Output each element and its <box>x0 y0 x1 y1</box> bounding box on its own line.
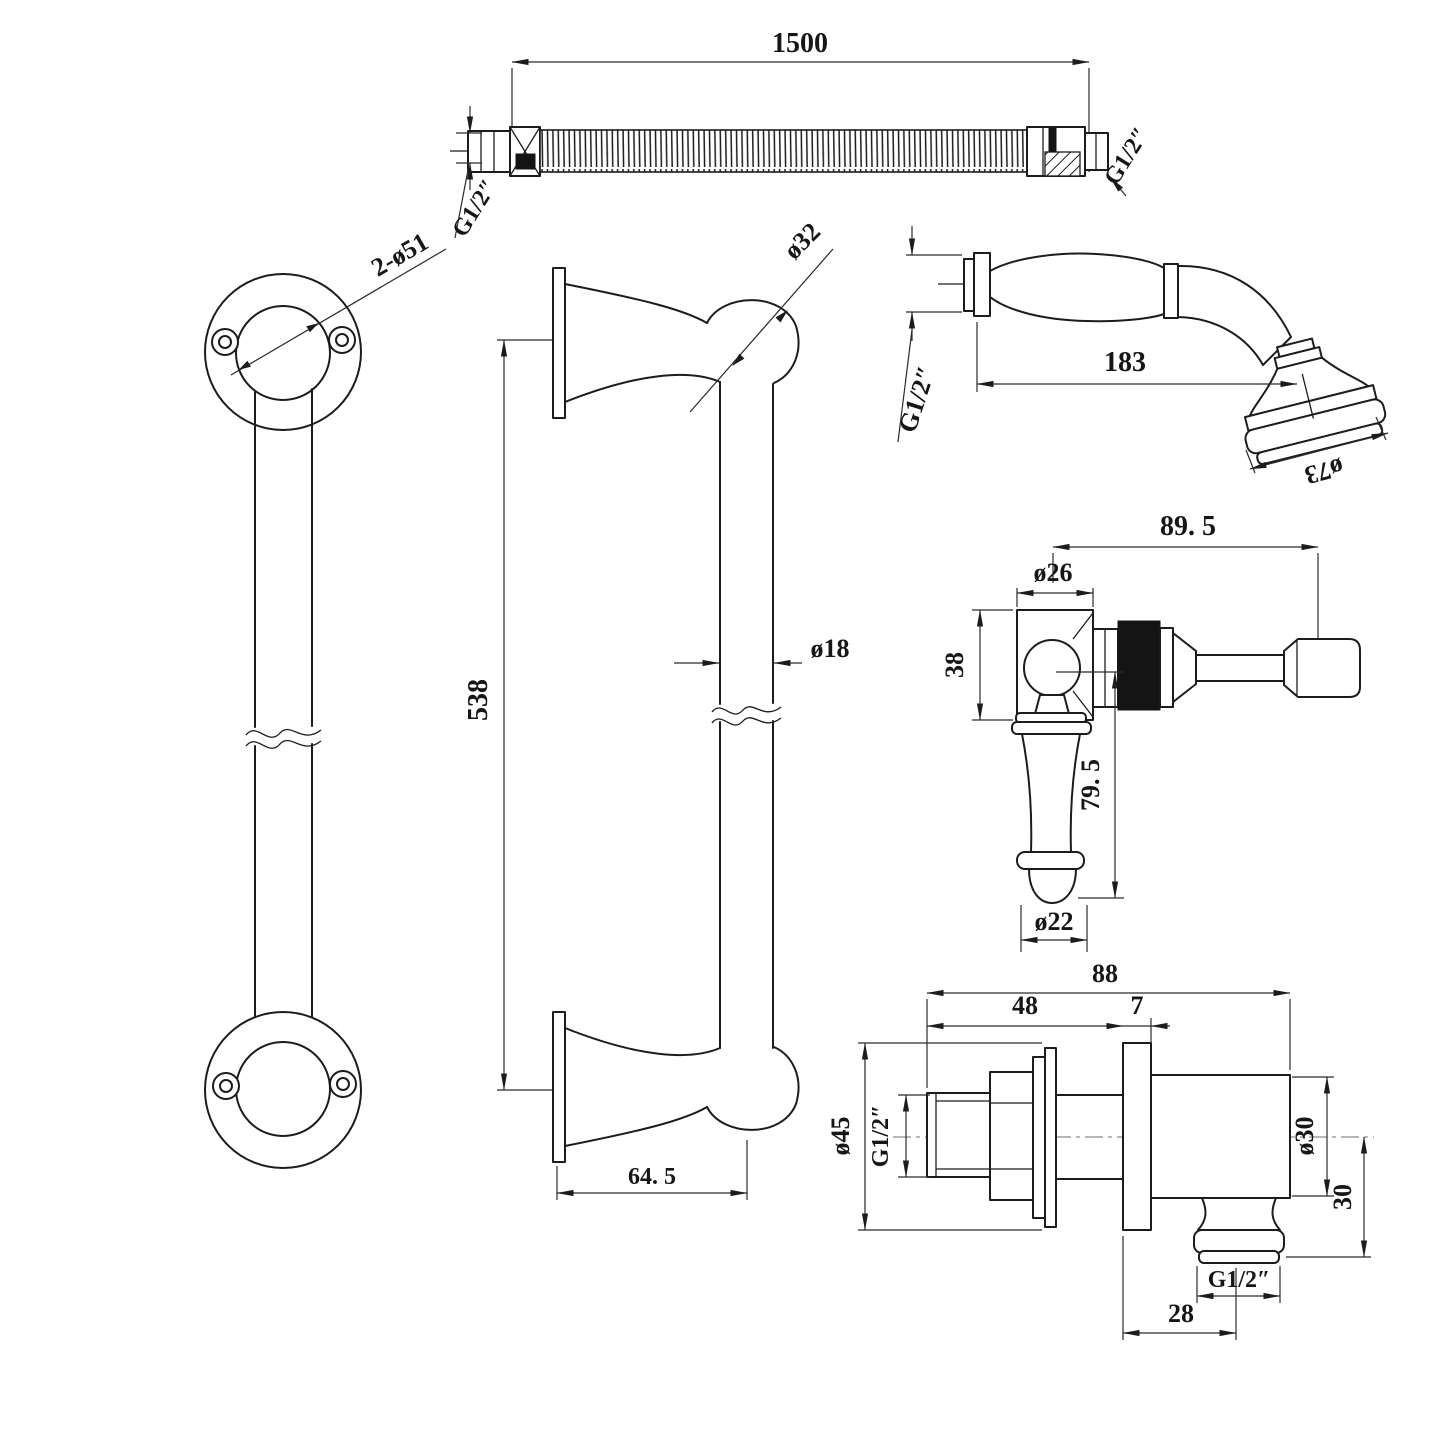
hose-view: 1500 G1 <box>447 28 1154 242</box>
handset-inlet-collar <box>973 252 991 317</box>
rail-tube-dim-group: ø18 <box>674 634 850 667</box>
outlet-plate-dim: 7 <box>1131 991 1144 1020</box>
outlet-backplate <box>1044 1047 1057 1228</box>
hose-left-connector-drawing <box>450 126 541 177</box>
handset-neck-collar <box>1163 263 1179 319</box>
handset-thread-dim-group: G1/2″ <box>893 226 962 443</box>
rail-front-view: 2-ø51 <box>204 227 447 1169</box>
diverter-body-width-dim: ø26 <box>1034 558 1073 587</box>
outlet-inlet-thread-dim: G1/2″ <box>868 1105 894 1168</box>
rail-side-view: ø32 ø18 538 64. 5 <box>463 217 850 1200</box>
handset-inlet-ring <box>963 258 975 312</box>
handset-length-dim: 183 <box>1104 347 1146 378</box>
hose-length-dim: 1500 <box>772 28 828 59</box>
outlet-body-dim: ø30 <box>1290 1117 1319 1156</box>
outlet-body <box>1150 1074 1291 1199</box>
outlet-spout <box>1193 1197 1285 1264</box>
rail-knob-dim: ø32 <box>778 217 826 265</box>
hose-corrugated-body <box>539 129 1028 173</box>
outlet-wall-flange <box>1122 1042 1152 1231</box>
outlet-offset-dim: 28 <box>1168 1299 1194 1328</box>
diverter-reach-dim: 89. 5 <box>1160 511 1216 542</box>
rail-top-wall-plate <box>552 267 566 419</box>
handset-head-dim: ø73 <box>1302 452 1347 490</box>
rail-length-dim: 538 <box>463 679 494 721</box>
outlet-outlet-thread-dim: G1/2″ <box>1208 1267 1271 1293</box>
rail-offset-dim-group: 64. 5 <box>556 1140 748 1200</box>
hose-thread-left-dim-group: G1/2″ <box>447 106 503 242</box>
diverter-handle <box>1011 694 1092 904</box>
outlet-flange-dim: ø45 <box>826 1117 855 1156</box>
handset-handle-body <box>989 252 1165 323</box>
handset-neck <box>1177 264 1292 366</box>
hose-right-connector-drawing <box>1026 126 1109 177</box>
hose-thread-left-dim: G1/2″ <box>447 175 502 242</box>
diverter-cap-dim: ø22 <box>1035 907 1074 936</box>
outlet-overall-dim: 88 <box>1092 959 1118 988</box>
rail-length-dim-group: 538 <box>463 339 552 1091</box>
handset-thread-dim: G1/2″ <box>893 363 942 436</box>
rail-offset-dim: 64. 5 <box>628 1164 676 1190</box>
diverter-body-height-dim: 38 <box>940 652 969 678</box>
diverter-view: 89. 5 ø26 38 79. 5 ø22 <box>940 511 1361 952</box>
rail-bottom-wall-plate <box>552 1011 566 1163</box>
rail-flange-dim: 2-ø51 <box>366 227 433 282</box>
rail-knob-dim-group: ø32 <box>689 217 834 413</box>
outlet-view: 88 48 7 ø45 G1/2″ ø30 30 G1/2″ <box>826 959 1374 1340</box>
outlet-hex-nut <box>989 1071 1034 1201</box>
handset-head <box>1243 337 1387 466</box>
diverter-handle-length-dim: 79. 5 <box>1076 759 1105 811</box>
outlet-depth-dim: 48 <box>1012 991 1038 1020</box>
diverter-lever <box>1092 620 1361 711</box>
outlet-washer <box>1032 1056 1046 1219</box>
diverter-ball-joint <box>1023 639 1081 697</box>
rail-tube-dim: ø18 <box>811 634 850 663</box>
handset-view: 183 G1/2″ ø73 <box>893 226 1389 490</box>
outlet-inlet-thread <box>926 1092 991 1178</box>
outlet-drop-dim: 30 <box>1328 1184 1357 1210</box>
